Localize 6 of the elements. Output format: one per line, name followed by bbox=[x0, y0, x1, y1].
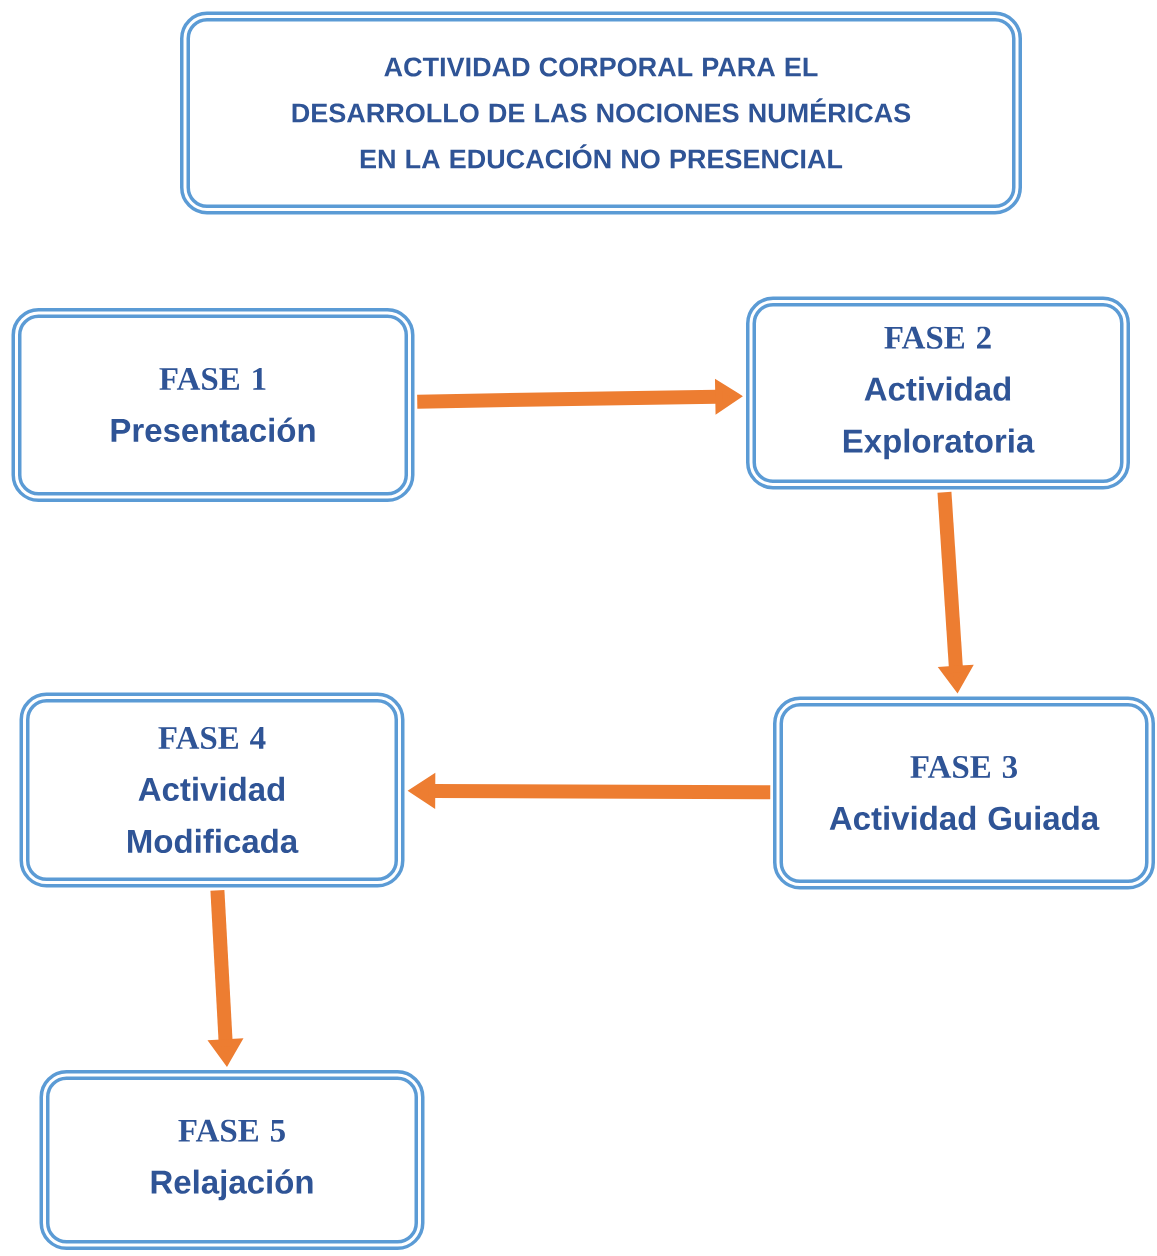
phase-box: FASE 3 Actividad Guiada bbox=[773, 696, 1155, 890]
phase-box: FASE 4 Actividad Modificada bbox=[19, 692, 405, 888]
phase-box: FASE 2 Actividad Exploratoria bbox=[746, 296, 1130, 490]
phase-box: FASE 5 Relajación bbox=[39, 1070, 425, 1250]
phase-box: FASE 1 Presentación bbox=[11, 308, 415, 502]
title-box: ACTIVIDAD CORPORAL PARA EL DESARROLLO DE LAS NOCIONES NUMÉRICAS EN LA EDUCACIÓN NO PRESENCIAL bbox=[180, 11, 1022, 215]
